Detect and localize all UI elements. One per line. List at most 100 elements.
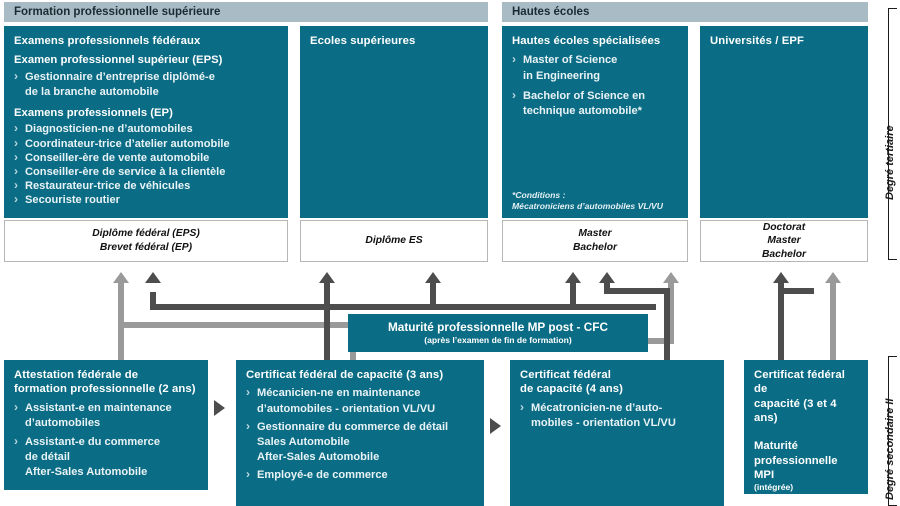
diploma-line: Master [578,228,612,240]
header-band-formation-professionnelle-superieure: Formation professionnelle supérieure [4,2,488,22]
list-item: de détail [25,451,71,464]
diploma-strip-examens: Diplôme fédéral (EPS) Brevet fédéral (EP… [4,220,288,262]
list-item: Restaurateur-trice de véhicules [14,178,278,194]
box-certificat-federal-capacite-3-ans: Certificat fédéral de capacité (3 ans) M… [236,360,484,506]
afp-title: Attestation fédérale de formation profes… [14,368,198,397]
diploma-strip-ecoles-superieures: Diplôme ES [300,220,488,262]
diploma-line: Bachelor [761,248,807,260]
box-maturite-professionnelle-mp-post-cfc: Maturité professionnelle MP post - CFC (… [348,314,648,352]
ecoles-superieures-title: Ecoles supérieures [310,35,416,47]
arrow-up-dark-es2 [425,272,441,283]
arrow-up-light-universites [825,272,841,283]
cfc4-title-line1: Certificat fédéral [520,369,611,381]
box-certificat-federal-capacite-4-ans: Certificat fédéral de capacité (4 ans) M… [510,360,724,506]
connector-dark-horizontal-main [150,304,656,310]
list-item: Gestionnaire du commerce de détail [246,419,474,435]
list-item: Mécatronicien-ne d’auto- [520,400,714,416]
universites-title: Universités / EPF [710,35,804,47]
diploma-strip-universites: Doctorat Master Bachelor [700,220,868,262]
arrow-up-dark-es1 [319,272,335,283]
mpi-title-line1: Certificat fédéral de [754,369,845,396]
list-item: d’automobiles - orientation VL/VU [257,402,436,415]
arrow-up-light-col1 [113,272,129,283]
connector-light-vertical-mpi [830,282,836,380]
mpi-maturite-line2: professionnelle MPI [754,454,838,482]
box-ecoles-superieures: Ecoles supérieures [300,26,488,218]
mpi-title-line2: capacité (3 et 4 ans) [754,397,837,425]
box-certificat-federal-capacite-mpi: Certificat fédéral de capacité (3 et 4 a… [744,360,868,494]
label-degre-secondaire-ii: Degré secondaire II [884,398,896,501]
arrow-up-dark-col1 [145,272,161,283]
afp-title-line1: Attestation fédérale de [14,369,139,381]
maturite-mp-title: Maturité professionnelle MP post - CFC [387,319,608,334]
hes-conditions-line2: Mécatroniciens d’automobiles VL/VU [512,200,663,211]
connector-light-horizontal-left [118,322,356,328]
label-degre-tertiaire: Degré tertiaire [884,125,896,200]
hes-list: Master of Science in Engineering Bachelo… [512,52,678,118]
afp-title-line2: formation professionnelle (2 ans) [14,383,196,396]
examens-title: Examens professionnels fédéraux [14,35,201,47]
bracket-degre-secondaire-ii [887,356,897,506]
cfc4-title: Certificat fédéral de capacité (4 ans) [520,368,714,397]
connector-dark-vertical-es2 [430,282,436,310]
list-item: Gestionnaire d’entreprise diplômé-e [14,69,278,85]
maturite-mp-subtitle: (après l’examen de fin de formation) [424,335,572,346]
arrow-up-dark-hes [565,272,581,283]
list-item: Conseiller-ère de vente automobile [14,150,278,166]
list-item: Diagnosticien-ne d’automobiles [14,121,278,137]
list-item: mobiles - orientation VL/VU [531,416,676,429]
mpi-title: Certificat fédéral de capacité (3 et 4 a… [754,368,858,425]
diploma-line: Doctorat [762,221,806,233]
mpi-maturite-block: Maturité professionnelle MPI (intégrée) [754,439,858,492]
connector-dark-vertical-col1 [150,292,156,310]
connector-dark-vertical-es1 [324,282,330,380]
list-item: in Engineering [523,69,601,82]
examens-subtitle-eps: Examen professionnel supérieur (EPS) [14,54,223,67]
list-item: Mécanicien-ne en maintenance [246,385,474,401]
list-item: After-Sales Automobile [25,466,148,479]
list-item: Employé-e de commerce [246,467,474,483]
connector-dark-vertical-universites-feed [778,282,784,380]
cfc4-title-line2: de capacité (4 ans) [520,383,623,396]
list-item: Conseiller-ère de service à la clientèle [14,164,278,180]
list-item: d’automobiles [25,416,101,429]
connector-dark-horizontal-right [604,288,670,294]
list-item: Assistant-e du commerce [14,434,198,450]
box-hautes-ecoles-specialisees: Hautes écoles spécialisées Master of Sci… [502,26,688,218]
diploma-strip-hes: Master Bachelor [502,220,688,262]
diploma-line: Brevet fédéral (EP) [99,242,193,253]
list-item: Secouriste routier [14,192,278,208]
list-item: After-Sales Automobile [257,451,380,464]
connector-light-vertical-left [118,282,124,380]
arrow-up-light-hes [663,272,679,283]
box-examens-professionnels-federaux: Examens professionnels fédéraux Examen p… [4,26,288,218]
diploma-line: Master [767,235,801,247]
list-item: de la branche automobile [25,85,159,98]
header-band-hautes-ecoles: Hautes écoles [502,2,868,22]
diploma-line: Diplôme fédéral (EPS) [92,228,200,240]
afp-list: Assistant-e en maintenance d’automobiles… [14,400,198,480]
header-label-tertiary-right: Hautes écoles [512,6,590,18]
list-item: Assistant-e en maintenance [14,400,198,416]
header-label-tertiary-left: Formation professionnelle supérieure [14,6,221,18]
examens-eps-list: Gestionnaire d’entreprise diplômé-e de l… [14,69,278,99]
diploma-line: Bachelor [572,242,618,253]
examens-ep-list: Diagnosticien-ne d’automobiles Coordinat… [14,121,278,208]
examens-subtitle-ep: Examens professionnels (EP) [14,107,173,120]
connector-dark-vertical-hes-spine [570,282,576,310]
hes-title: Hautes écoles spécialisées [512,35,661,47]
box-attestation-federale-afp: Attestation fédérale de formation profes… [4,360,208,490]
bracket-degre-tertiaire [887,8,897,260]
list-item: Sales Automobile [257,435,350,448]
mpi-maturite-note: (intégrée) [754,482,794,493]
arrow-up-dark-universites [773,272,789,283]
list-item: Coordinateur-trice d’atelier automobile [14,136,278,152]
hes-conditions: *Conditions : Mécatroniciens d’automobil… [512,190,680,212]
list-item: Bachelor of Science en [512,88,678,104]
connector-dark-horizontal-universites [778,288,814,294]
cfc4-list: Mécatronicien-ne d’auto- mobiles - orien… [520,400,714,430]
cfc3-list: Mécanicien-ne en maintenance d’automobil… [246,385,474,483]
arrow-right-cfc3-to-cfc4 [490,418,501,434]
connector-dark-vertical-cfc4 [664,288,670,380]
